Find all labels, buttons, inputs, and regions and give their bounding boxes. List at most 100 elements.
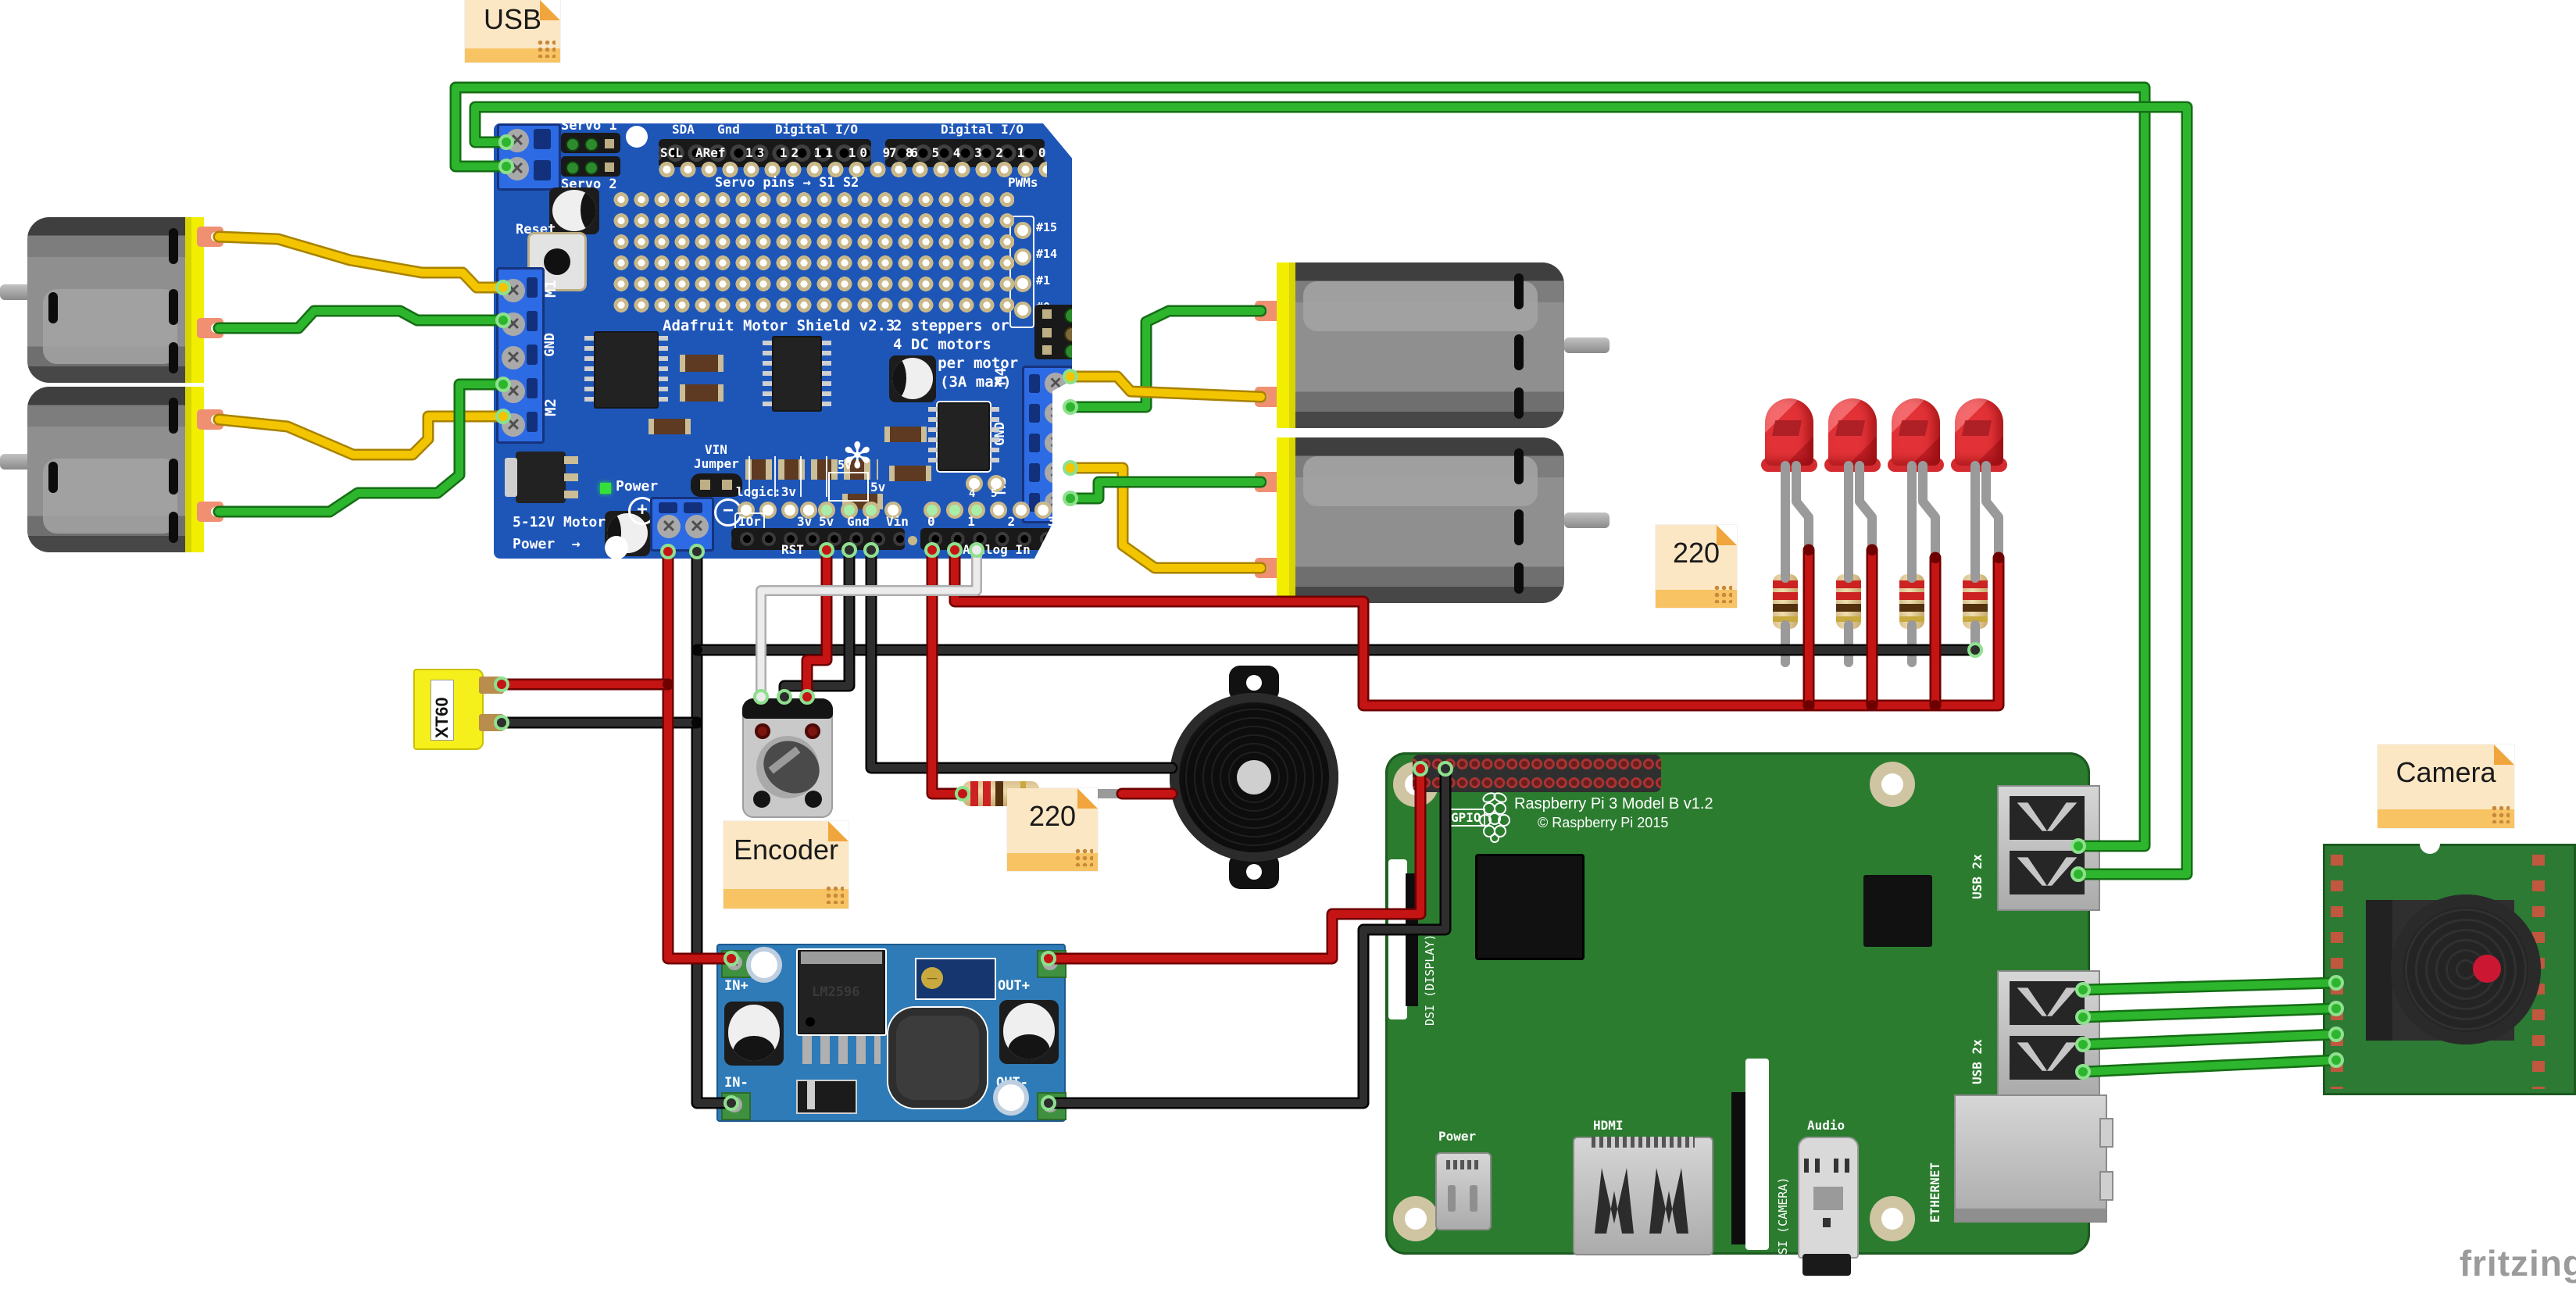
capacitor[interactable] bbox=[889, 355, 936, 402]
wire[interactable] bbox=[2079, 1005, 2340, 1021]
screw[interactable]: ✕ bbox=[506, 157, 529, 180]
note-encoder[interactable]: Encoder bbox=[723, 821, 849, 909]
connection-point[interactable] bbox=[1063, 460, 1078, 476]
resistor-220-1[interactable] bbox=[1773, 574, 1798, 629]
note-220-leds[interactable]: 220 bbox=[1656, 525, 1737, 608]
wire[interactable] bbox=[926, 544, 969, 800]
connection-point[interactable] bbox=[1063, 399, 1078, 415]
rail-header[interactable] bbox=[731, 528, 905, 550]
wire[interactable] bbox=[215, 233, 507, 291]
wire[interactable] bbox=[2077, 1028, 2342, 1051]
hdmi-port[interactable] bbox=[1573, 1137, 1713, 1255]
wire[interactable] bbox=[2079, 1056, 2340, 1076]
trimpot[interactable]: ─ bbox=[915, 958, 996, 1000]
motor-terminal[interactable] bbox=[197, 318, 223, 338]
wire[interactable] bbox=[1066, 478, 1265, 502]
pwm-driver-ic[interactable] bbox=[763, 336, 831, 412]
rotary-encoder[interactable] bbox=[742, 691, 833, 818]
wire[interactable] bbox=[757, 546, 981, 701]
motor-terminal[interactable] bbox=[197, 409, 223, 430]
wire[interactable] bbox=[1064, 370, 1267, 403]
m3-m4-terminal[interactable]: ✕ ✕ ✕ ✕ ✕ bbox=[1022, 366, 1072, 523]
raspberry-pi-3[interactable]: GPIO Raspberry Pi 3 Model B v1.2 © Raspb… bbox=[1385, 752, 2113, 1276]
wire[interactable] bbox=[1066, 307, 1265, 411]
wire[interactable] bbox=[867, 546, 1176, 772]
screw[interactable]: ✕ bbox=[657, 515, 681, 538]
wire[interactable] bbox=[1064, 305, 1267, 413]
wire[interactable] bbox=[1918, 461, 1940, 562]
wire[interactable] bbox=[2079, 979, 2340, 994]
aux-header[interactable] bbox=[1034, 305, 1072, 359]
gpio-header[interactable] bbox=[1413, 755, 1661, 792]
motor-driver-ic-2[interactable] bbox=[928, 402, 999, 471]
wire[interactable] bbox=[2077, 1054, 2342, 1078]
wire[interactable] bbox=[1066, 464, 1265, 572]
vin-jumper[interactable] bbox=[691, 473, 742, 497]
wire[interactable] bbox=[662, 545, 738, 965]
wire[interactable] bbox=[2079, 1030, 2340, 1048]
adafruit-motor-shield[interactable]: ✕ ✕ Servo 1 Servo 2 SDA Gnd Digital I/O … bbox=[494, 123, 1072, 559]
trimpot-screw[interactable]: ─ bbox=[921, 967, 943, 989]
screw[interactable]: ✕ bbox=[685, 515, 709, 538]
pad-out-plus[interactable]: ✕ bbox=[1037, 950, 1066, 978]
resistor-220-2[interactable] bbox=[1836, 574, 1861, 629]
camera-module[interactable] bbox=[2323, 834, 2576, 1095]
wire[interactable] bbox=[213, 230, 509, 294]
camera-lens-barrel[interactable] bbox=[2391, 894, 2541, 1044]
resistor-220-4[interactable] bbox=[1963, 574, 1988, 629]
capacitor[interactable] bbox=[549, 187, 599, 234]
xt60-connector[interactable]: XT60 bbox=[413, 669, 507, 750]
screw[interactable]: ✕ bbox=[502, 312, 525, 336]
screw[interactable]: ✕ bbox=[1045, 432, 1066, 454]
screw[interactable]: ✕ bbox=[502, 279, 525, 302]
wire[interactable] bbox=[1064, 462, 1267, 574]
wire[interactable] bbox=[1856, 462, 1875, 553]
piezo-buzzer[interactable] bbox=[1170, 666, 1338, 889]
wire[interactable] bbox=[1855, 461, 1877, 555]
wire[interactable] bbox=[803, 546, 831, 701]
note-camera[interactable]: Camera bbox=[2378, 744, 2514, 828]
micro-usb-power[interactable] bbox=[1435, 1152, 1492, 1230]
screw[interactable]: ✕ bbox=[502, 413, 525, 437]
wire[interactable] bbox=[1792, 461, 1813, 555]
wire[interactable] bbox=[215, 307, 507, 332]
connection-point[interactable] bbox=[1967, 642, 1983, 658]
note-220-buzzer[interactable]: 220 bbox=[1007, 788, 1098, 871]
wire[interactable] bbox=[1983, 462, 2002, 561]
wire[interactable] bbox=[781, 546, 853, 701]
resistor-220-3[interactable] bbox=[1899, 574, 1924, 629]
ethernet-port[interactable] bbox=[1954, 1094, 2113, 1223]
wire[interactable] bbox=[215, 380, 507, 516]
servo2-header[interactable] bbox=[561, 156, 620, 177]
connection-point[interactable] bbox=[1063, 491, 1078, 506]
pad-out-minus[interactable]: ✕ bbox=[1037, 1092, 1066, 1120]
wire[interactable] bbox=[1066, 373, 1265, 401]
lm2596-buck-converter[interactable]: ✕ ✕ ✕ ✕ IN+ IN- OUT+ OUT- LM2596 ─ bbox=[716, 944, 1066, 1122]
wire[interactable] bbox=[756, 545, 982, 702]
wire[interactable] bbox=[664, 548, 735, 962]
motor-driver-ic[interactable] bbox=[584, 331, 668, 409]
dc-motor-right-2[interactable] bbox=[1255, 437, 1614, 603]
motor-terminal[interactable] bbox=[197, 502, 223, 522]
screw[interactable]: ✕ bbox=[1045, 402, 1066, 424]
servo1-header[interactable] bbox=[561, 133, 620, 153]
wire[interactable] bbox=[213, 410, 509, 461]
m1-m2-terminal[interactable]: ✕ ✕ ✕ ✕ ✕ bbox=[496, 267, 545, 444]
screw[interactable]: ✕ bbox=[506, 129, 529, 152]
screw[interactable]: ✕ bbox=[1045, 462, 1066, 484]
wire[interactable] bbox=[1793, 462, 1812, 553]
wire[interactable] bbox=[1920, 462, 1938, 561]
wire[interactable] bbox=[213, 378, 509, 518]
usb-port-1[interactable] bbox=[1997, 785, 2100, 911]
wire[interactable] bbox=[2077, 977, 2342, 996]
dc-motor-right-1[interactable] bbox=[1255, 262, 1614, 428]
note-usb[interactable]: USB bbox=[465, 0, 560, 62]
wire[interactable] bbox=[1981, 461, 2003, 562]
dc-motor-left-1[interactable] bbox=[0, 217, 227, 383]
screw[interactable]: ✕ bbox=[502, 346, 525, 370]
motor-power-terminal[interactable]: ✕ ✕ bbox=[650, 497, 714, 552]
wire[interactable] bbox=[778, 544, 856, 703]
wire[interactable] bbox=[213, 305, 509, 334]
wire[interactable] bbox=[2077, 1002, 2342, 1023]
pad-in-minus[interactable]: ✕ bbox=[721, 1092, 751, 1120]
